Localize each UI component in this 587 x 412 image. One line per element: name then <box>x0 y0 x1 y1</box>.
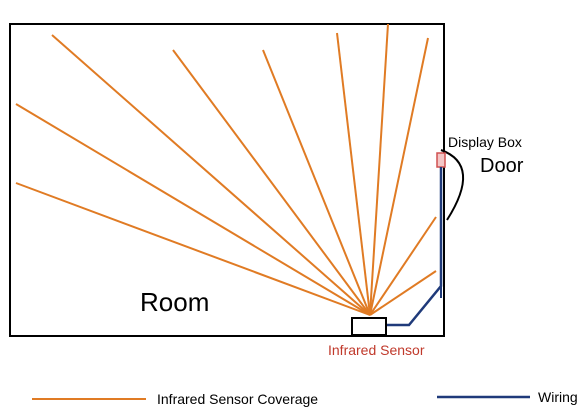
coverage-ray <box>369 216 437 316</box>
legend-coverage-label: Infrared Sensor Coverage <box>157 391 318 407</box>
display-box <box>436 152 446 168</box>
room-label: Room <box>140 287 209 317</box>
coverage-ray <box>15 103 371 316</box>
coverage-ray <box>369 23 389 316</box>
infrared-sensor-label: Infrared Sensor <box>328 342 425 358</box>
legend: Infrared Sensor Coverage Wiring <box>32 389 578 407</box>
coverage-ray <box>51 34 371 316</box>
coverage-ray <box>369 37 429 316</box>
door-label: Door <box>480 155 524 177</box>
coverage-ray <box>15 182 371 316</box>
door-swing-arc <box>440 149 464 221</box>
coverage-ray <box>172 49 371 316</box>
infrared-sensor <box>351 317 387 336</box>
legend-wiring-label: Wiring <box>538 389 578 405</box>
infrared-coverage-rays <box>15 23 437 316</box>
coverage-ray <box>262 49 371 316</box>
wiring-path <box>386 167 443 327</box>
coverage-ray <box>369 270 437 316</box>
coverage-ray <box>336 32 371 316</box>
room-outline <box>9 23 445 337</box>
display-box-label: Display Box <box>448 134 522 150</box>
